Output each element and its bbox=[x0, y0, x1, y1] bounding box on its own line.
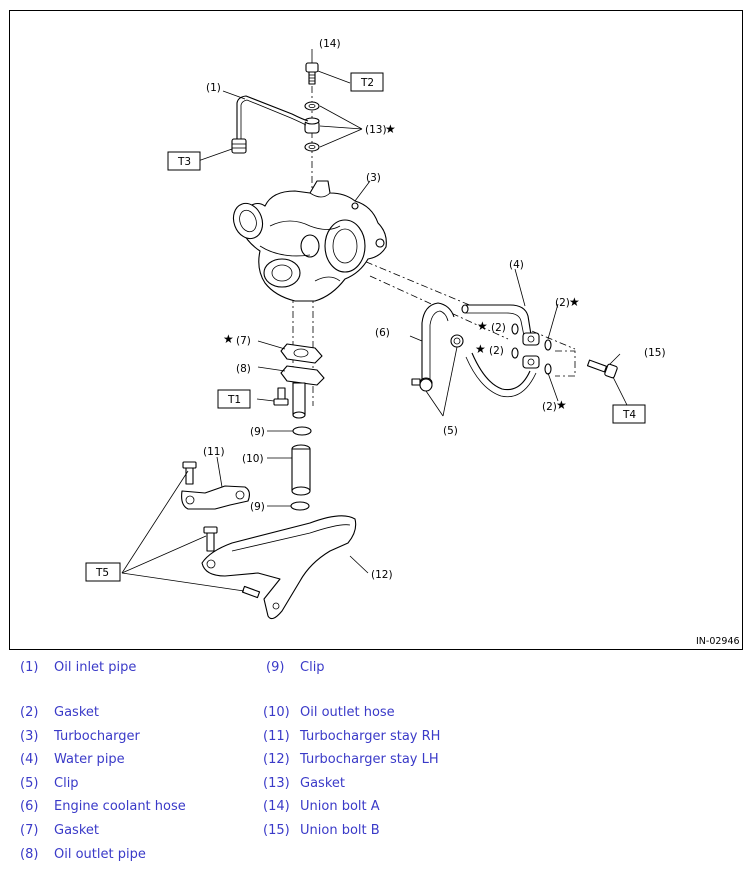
callout-4: (4) bbox=[509, 259, 524, 271]
star-2-mid2: ★ bbox=[475, 342, 486, 356]
svg-text:T2: T2 bbox=[360, 77, 374, 89]
callout-3: (3) bbox=[366, 172, 381, 184]
engine-coolant-hose bbox=[411, 302, 455, 389]
figure-id: IN-02946 bbox=[696, 636, 740, 647]
callout-2-mid1: (2) bbox=[491, 322, 506, 334]
callout-1: (1) bbox=[206, 82, 221, 94]
callout-5: (5) bbox=[443, 425, 458, 437]
callout-11: (11) bbox=[203, 446, 225, 458]
gasket-13 bbox=[304, 101, 320, 152]
callouts: (14) (1) (13) ★ (3) (4) (2) ★ ★ (2) ★ (2… bbox=[203, 38, 740, 647]
torque-tag-t1: T1 bbox=[217, 389, 251, 409]
union-bolt-a bbox=[305, 62, 319, 85]
svg-text:T5: T5 bbox=[95, 567, 109, 579]
star-7: ★ bbox=[223, 332, 234, 346]
torque-tag-t3: T3 bbox=[167, 151, 201, 171]
callout-8: (8) bbox=[236, 363, 251, 375]
star-2-top: ★ bbox=[569, 295, 580, 309]
turbocharger-stay-lh bbox=[201, 515, 357, 620]
oil-outlet-hose bbox=[291, 444, 311, 496]
callout-7: (7) bbox=[236, 335, 251, 347]
oil-inlet-pipe bbox=[231, 95, 309, 154]
callout-2-bottom: (2) bbox=[542, 401, 557, 413]
gasket-7 bbox=[280, 343, 323, 364]
callout-14: (14) bbox=[319, 38, 341, 50]
star-13: ★ bbox=[385, 122, 396, 136]
star-2-bottom: ★ bbox=[556, 398, 567, 412]
callout-10: (10) bbox=[242, 453, 264, 465]
torque-tag-t2: T2 bbox=[350, 72, 384, 92]
svg-text:T3: T3 bbox=[177, 156, 191, 168]
callout-6: (6) bbox=[375, 327, 390, 339]
svg-text:T1: T1 bbox=[227, 394, 241, 406]
callout-2-mid2: (2) bbox=[489, 345, 504, 357]
callout-12: (12) bbox=[371, 569, 393, 581]
turbocharger-stay-rh bbox=[181, 461, 251, 510]
leader-lines bbox=[121, 49, 629, 592]
svg-text:T4: T4 bbox=[622, 409, 636, 421]
callout-2-top: (2) bbox=[555, 297, 570, 309]
exploded-parts-diagram: (14) (1) (13) ★ (3) (4) (2) ★ ★ (2) ★ (2… bbox=[9, 10, 743, 650]
parts-legend: (1)Oil inlet pipe (2)Gasket (3)Turbochar… bbox=[20, 660, 441, 862]
clip-9-lower bbox=[290, 501, 310, 511]
callout-13: (13) bbox=[365, 124, 387, 136]
torque-tag-t5: T5 bbox=[85, 562, 121, 582]
callout-9-upper: (9) bbox=[250, 426, 265, 438]
clip-9-upper bbox=[292, 426, 312, 436]
star-2-mid1: ★ bbox=[477, 319, 488, 333]
gaskets-2 bbox=[511, 323, 576, 377]
callout-15: (15) bbox=[644, 347, 666, 359]
callout-9-lower: (9) bbox=[250, 501, 265, 513]
union-bolt-b bbox=[586, 359, 618, 379]
clips-5 bbox=[419, 334, 464, 392]
torque-tag-t4: T4 bbox=[612, 404, 646, 424]
oil-outlet-pipe bbox=[280, 365, 325, 419]
bolt-t1 bbox=[273, 387, 289, 406]
turbocharger bbox=[232, 180, 387, 302]
